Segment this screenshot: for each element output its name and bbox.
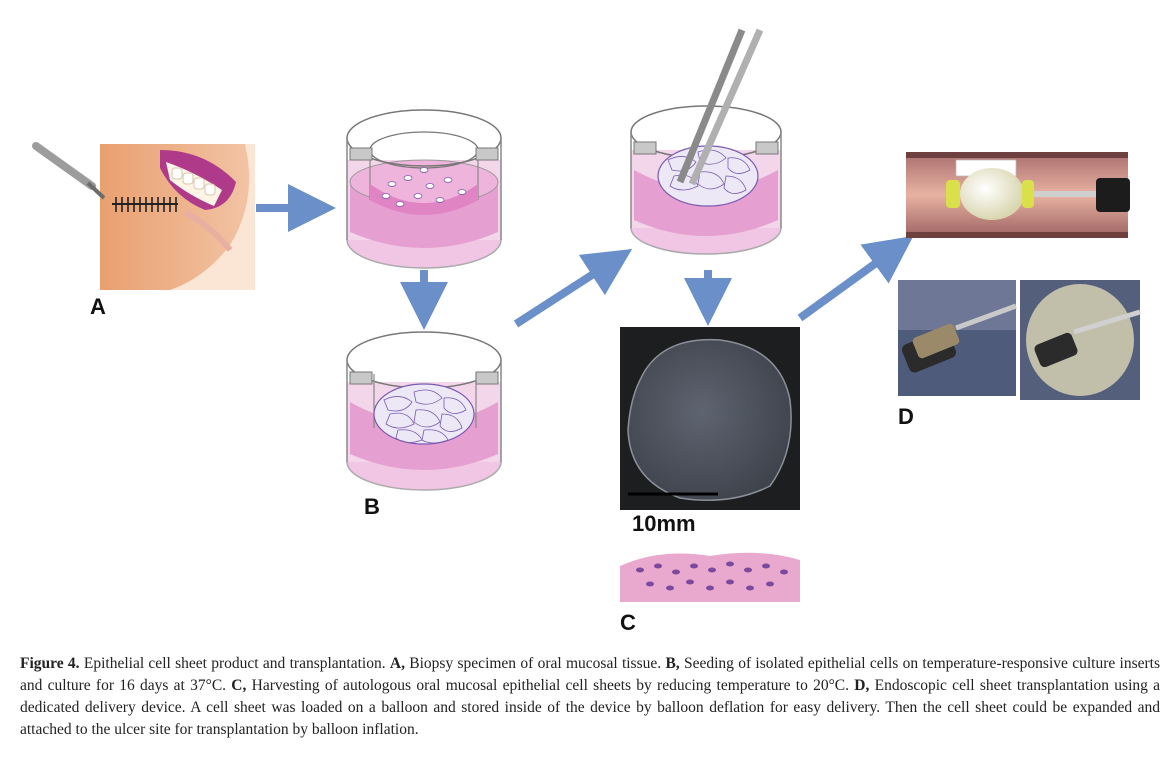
scale-bar-label: 10mm [632, 511, 696, 536]
panel-label-b: B [364, 494, 380, 519]
panel-label-d: D [898, 404, 914, 429]
caption-a-label: A, [389, 655, 405, 672]
panel-d-device-photo-closed [898, 280, 1017, 396]
panel-label-c: C [620, 610, 636, 635]
figure-illustration: A [32, 28, 1141, 635]
caption-d-text: Endoscopic cell sheet transplantation us… [20, 677, 1161, 738]
panel-label-a: A [90, 294, 106, 319]
panel-a-biopsy-illustration [32, 142, 255, 290]
arrow-c-to-d [797, 235, 914, 322]
panel-c-histology [620, 552, 800, 602]
panel-b-culture-dish-seeded [346, 109, 502, 269]
panel-d-device-photo-inflated [1020, 280, 1141, 400]
caption-figure-label: Figure 4. [20, 655, 80, 672]
caption-b-text: Seeding of isolated epithelial cells on … [20, 655, 1161, 694]
caption-a-text: Biopsy specimen of oral mucosal tissue. [404, 655, 666, 672]
caption-intro: Epithelial cell sheet product and transp… [79, 655, 390, 672]
caption-b-label: B, [665, 655, 680, 672]
process-arrows [256, 184, 914, 330]
caption-d-label: D, [854, 677, 870, 694]
panel-c-harvest-dish [630, 28, 782, 255]
caption-c-label: C, [231, 677, 247, 694]
arrow-b-to-c [513, 248, 633, 328]
panel-c-cell-sheet-photo [620, 327, 800, 510]
panel-b-culture-dish-confluent [346, 331, 502, 491]
caption-c-text: Harvesting of autologous oral mucosal ep… [246, 677, 855, 694]
figure-caption: Figure 4. Epithelial cell sheet product … [20, 653, 1160, 741]
panel-d-endoscopic-delivery-illustration [906, 152, 1130, 238]
